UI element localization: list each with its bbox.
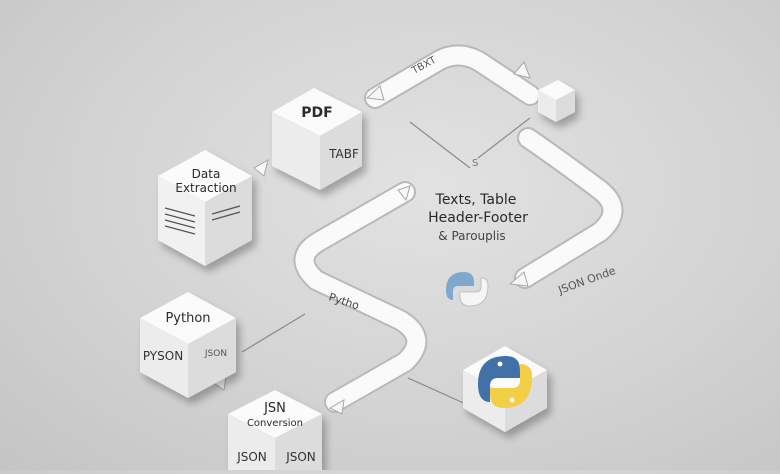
- python-box-title: Python: [165, 311, 210, 326]
- data-extraction-box: Data Extraction: [158, 150, 252, 266]
- texts-label-line1: Texts, Table: [435, 192, 517, 208]
- arrow-icon: [210, 61, 531, 415]
- python-box-side-right: JSON: [204, 349, 227, 359]
- python-logo-icon: [478, 356, 532, 408]
- texts-label-line3: & Parouplis: [438, 229, 505, 243]
- connector-lines: [241, 117, 531, 406]
- document-lines-icon: [164, 205, 241, 235]
- json-output-label: JSON Onde: [556, 264, 618, 297]
- flow-ribbon: [293, 44, 624, 413]
- pdf-box-side-label: TABF: [328, 147, 359, 161]
- small-marker-label: S: [472, 158, 478, 169]
- connector-cube: [538, 80, 575, 122]
- pdf-box-title: PDF: [301, 105, 332, 121]
- json-conversion-box: JSN Conversion JSON JSON: [228, 390, 322, 470]
- python-box-side-left: PYSON: [143, 349, 183, 363]
- json-conversion-side-left: JSON: [236, 450, 267, 464]
- json-conversion-subtitle: Conversion: [247, 418, 303, 429]
- json-conversion-title: JSN: [263, 401, 286, 416]
- python-logo-box: [463, 346, 547, 432]
- python-box: Python PYSON JSON: [140, 292, 236, 398]
- texts-label-line2: Header-Footer: [428, 210, 528, 226]
- json-conversion-side-right: JSON: [285, 450, 316, 464]
- pdf-box: PDF TABF: [272, 88, 362, 190]
- data-extraction-title: Data: [192, 167, 221, 181]
- python-logo-small-icon: [446, 272, 489, 307]
- data-extraction-subtitle: Extraction: [175, 181, 236, 195]
